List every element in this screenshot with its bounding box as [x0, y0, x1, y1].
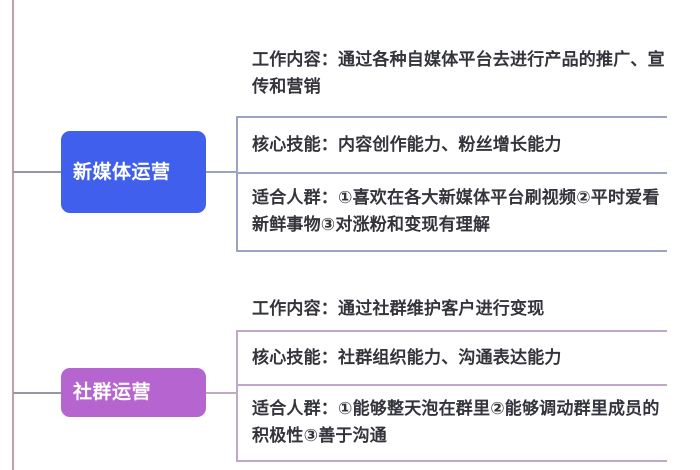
branch-text-new-media-core-skills: 核心技能：内容创作能力、粉丝增长能力: [252, 134, 562, 155]
trunk-connector-community: [13, 392, 61, 394]
divider-community-2: [236, 384, 667, 386]
node-connector-community: [206, 392, 237, 394]
node-new-media-operations[interactable]: 新媒体运营: [61, 131, 206, 213]
branch-row-new-media-target-audience[interactable]: 适合人群：①喜欢在各大新媒体平台刷视频②平时爱看新鲜事物③对涨粉和变现有理解: [238, 174, 668, 250]
divider-new-media-3: [236, 250, 667, 252]
branch-text-new-media-target-audience: 适合人群：①喜欢在各大新媒体平台刷视频②平时爱看新鲜事物③对涨粉和变现有理解: [252, 188, 660, 235]
branch-row-new-media-core-skills[interactable]: 核心技能：内容创作能力、粉丝增长能力: [238, 118, 668, 172]
bracket-community: [236, 331, 238, 461]
trunk-connector-new-media: [13, 171, 61, 173]
divider-new-media-2: [236, 172, 667, 174]
branch-text-new-media-work-content: 工作内容：通过各种自媒体平台去进行产品的推广、宣传和营销: [252, 50, 665, 97]
trunk-line: [12, 0, 14, 470]
branch-text-community-target-audience: 适合人群：①能够整天泡在群里②能够调动群里成员的积极性③善于沟通: [252, 399, 660, 446]
bracket-new-media: [236, 117, 238, 252]
branch-row-community-target-audience[interactable]: 适合人群：①能够整天泡在群里②能够调动群里成员的积极性③善于沟通: [238, 386, 668, 460]
node-community-operations-label: 社群运营: [73, 381, 152, 404]
branch-row-community-work-content[interactable]: 工作内容：通过社群维护客户进行变现: [238, 287, 668, 331]
node-community-operations[interactable]: 社群运营: [61, 368, 206, 417]
branch-text-community-core-skills: 核心技能：社群组织能力、沟通表达能力: [252, 347, 562, 368]
node-new-media-operations-label: 新媒体运营: [73, 160, 171, 183]
divider-community-1: [236, 330, 667, 332]
node-connector-new-media: [206, 171, 237, 173]
branch-row-community-core-skills[interactable]: 核心技能：社群组织能力、沟通表达能力: [238, 332, 668, 384]
divider-community-3: [236, 460, 667, 462]
branch-text-community-work-content: 工作内容：通过社群维护客户进行变现: [252, 298, 545, 319]
divider-new-media-1: [236, 116, 667, 118]
branch-row-new-media-work-content[interactable]: 工作内容：通过各种自媒体平台去进行产品的推广、宣传和营销: [238, 43, 668, 105]
